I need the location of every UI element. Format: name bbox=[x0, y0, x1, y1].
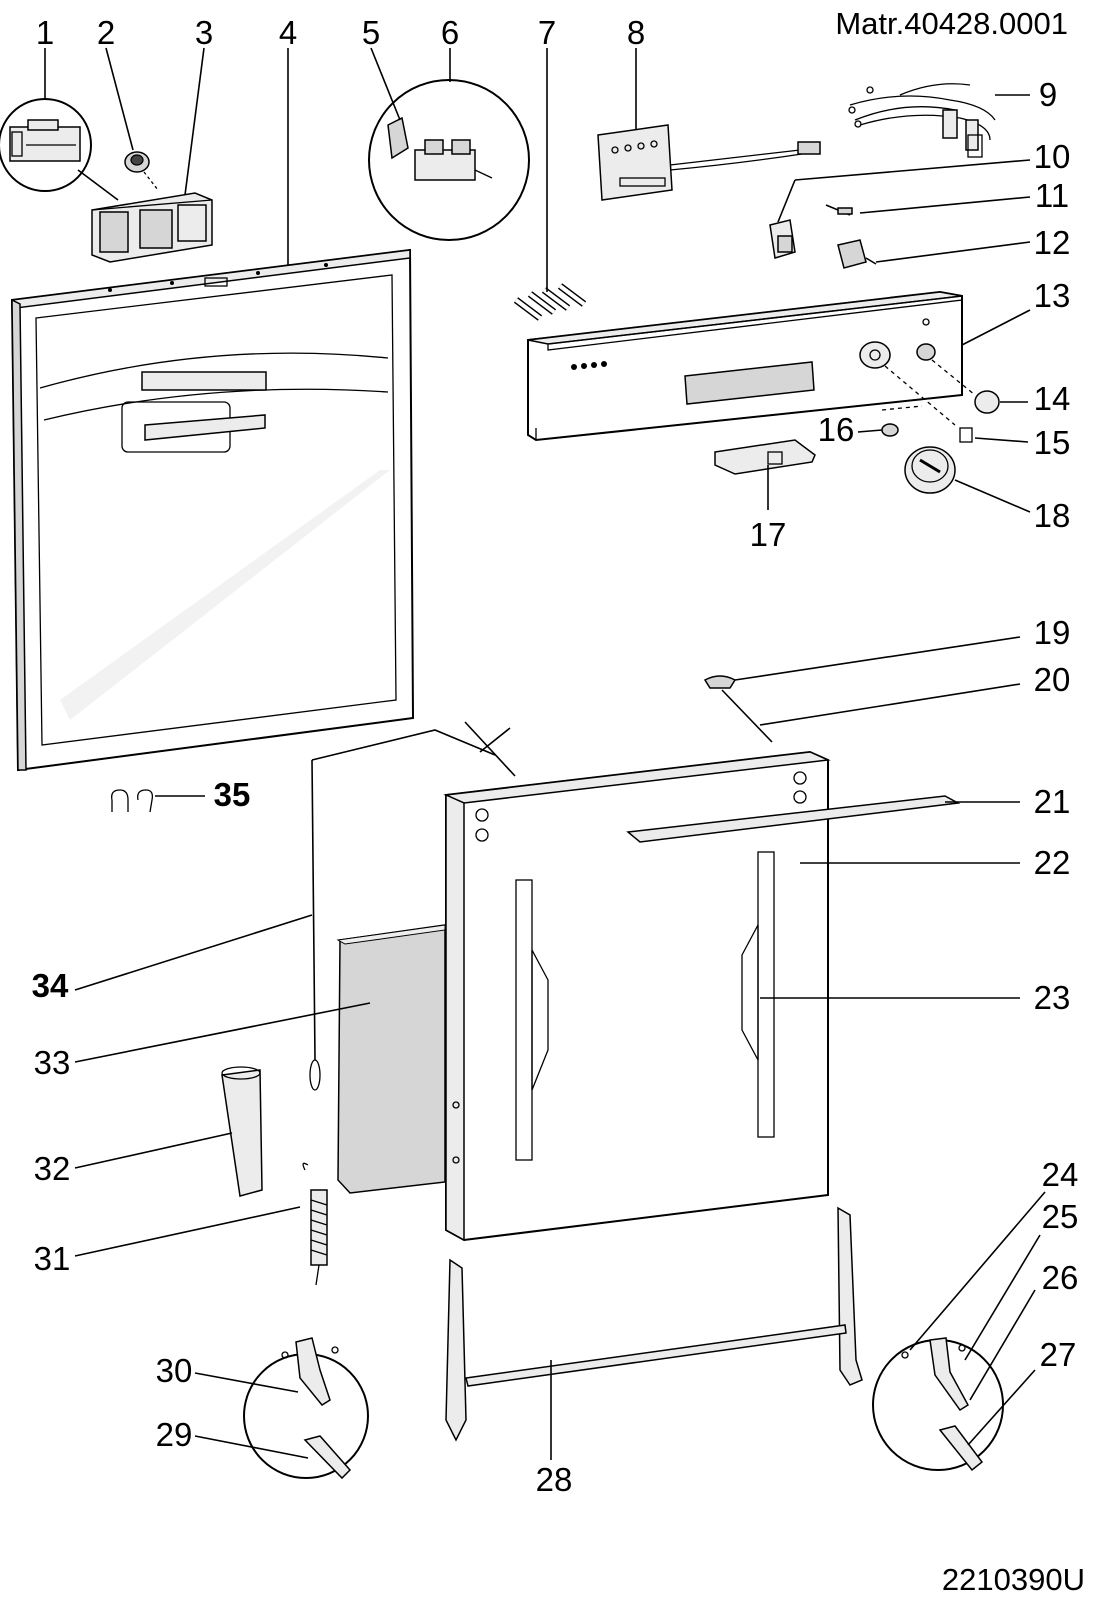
callout-14: 14 bbox=[1034, 380, 1071, 417]
callout-31: 31 bbox=[34, 1240, 71, 1277]
part-14-push-button bbox=[974, 390, 1000, 414]
part-32-tube bbox=[221, 1066, 263, 1197]
part-3-control-block bbox=[91, 192, 213, 263]
callout-28: 28 bbox=[536, 1461, 573, 1498]
part-7-pins bbox=[513, 283, 587, 321]
callout-6: 6 bbox=[441, 14, 459, 51]
material-code: Matr.40428.0001 bbox=[835, 6, 1068, 41]
part-13-control-panel bbox=[527, 290, 976, 442]
part-23-rails bbox=[515, 851, 775, 1161]
callout-2: 2 bbox=[97, 14, 115, 51]
callout-26: 26 bbox=[1042, 1259, 1079, 1296]
callout-33: 33 bbox=[34, 1044, 71, 1081]
part-18-program-knob bbox=[904, 446, 956, 494]
callout-3: 3 bbox=[195, 14, 213, 51]
part-4-door-panel bbox=[10, 248, 415, 772]
callout-17: 17 bbox=[750, 516, 787, 553]
callout-1: 1 bbox=[36, 14, 54, 51]
callout-29: 29 bbox=[156, 1416, 193, 1453]
part-5-6-door-lock bbox=[368, 79, 530, 241]
callout-12: 12 bbox=[1034, 224, 1071, 261]
callout-22: 22 bbox=[1034, 844, 1071, 881]
part-28-hinge-frame bbox=[445, 1206, 863, 1442]
callout-32: 32 bbox=[34, 1150, 71, 1187]
callout-5: 5 bbox=[362, 14, 380, 51]
callout-20: 20 bbox=[1034, 661, 1071, 698]
part-10-connector bbox=[769, 219, 796, 259]
part-22-outer-door bbox=[443, 750, 831, 1242]
part-12-switch bbox=[837, 239, 877, 269]
callout-35: 35 bbox=[214, 776, 251, 813]
part-24-27-hinge-detail bbox=[872, 1337, 1004, 1472]
callout-16: 16 bbox=[818, 411, 855, 448]
part-17-bracket bbox=[714, 439, 816, 475]
callout-15: 15 bbox=[1034, 424, 1071, 461]
callout-10: 10 bbox=[1034, 138, 1071, 175]
part-31-spring bbox=[302, 1162, 328, 1286]
part-34-cable bbox=[309, 721, 516, 1091]
callout-21: 21 bbox=[1034, 783, 1071, 820]
callout-23: 23 bbox=[1034, 979, 1071, 1016]
callout-8: 8 bbox=[627, 14, 645, 51]
callout-34: 34 bbox=[32, 967, 69, 1004]
callout-7: 7 bbox=[538, 14, 556, 51]
callout-19: 19 bbox=[1034, 614, 1071, 651]
callout-4: 4 bbox=[279, 14, 297, 51]
leader-lines bbox=[44, 47, 1046, 1460]
part-2-button-cap bbox=[124, 151, 159, 191]
part-8-electronic-module bbox=[597, 124, 821, 201]
callout-30: 30 bbox=[156, 1352, 193, 1389]
callout-25: 25 bbox=[1042, 1198, 1079, 1235]
callout-13: 13 bbox=[1034, 277, 1071, 314]
part-33-insulation bbox=[336, 924, 446, 1194]
part-29-30-hinge-detail bbox=[243, 1337, 369, 1480]
callout-27: 27 bbox=[1040, 1336, 1077, 1373]
part-11-sensor bbox=[825, 204, 853, 216]
callout-numbers: 1 2 3 4 5 6 7 8 9 10 11 12 13 14 15 16 1… bbox=[32, 14, 1079, 1498]
part-16-washer bbox=[881, 423, 899, 437]
part-19-cap bbox=[703, 675, 737, 689]
part-1-switch-module bbox=[0, 98, 119, 201]
drawing-code: 2210390U bbox=[942, 1562, 1085, 1597]
part-20-rod bbox=[721, 689, 773, 743]
callout-18: 18 bbox=[1034, 497, 1071, 534]
callout-24: 24 bbox=[1042, 1156, 1079, 1193]
part-35-hook bbox=[111, 789, 154, 813]
callout-9: 9 bbox=[1039, 76, 1057, 113]
part-21-top-strip bbox=[626, 795, 961, 843]
callout-11: 11 bbox=[1035, 177, 1069, 214]
part-15-clip bbox=[959, 427, 973, 443]
part-9-wiring-harness bbox=[848, 83, 996, 158]
